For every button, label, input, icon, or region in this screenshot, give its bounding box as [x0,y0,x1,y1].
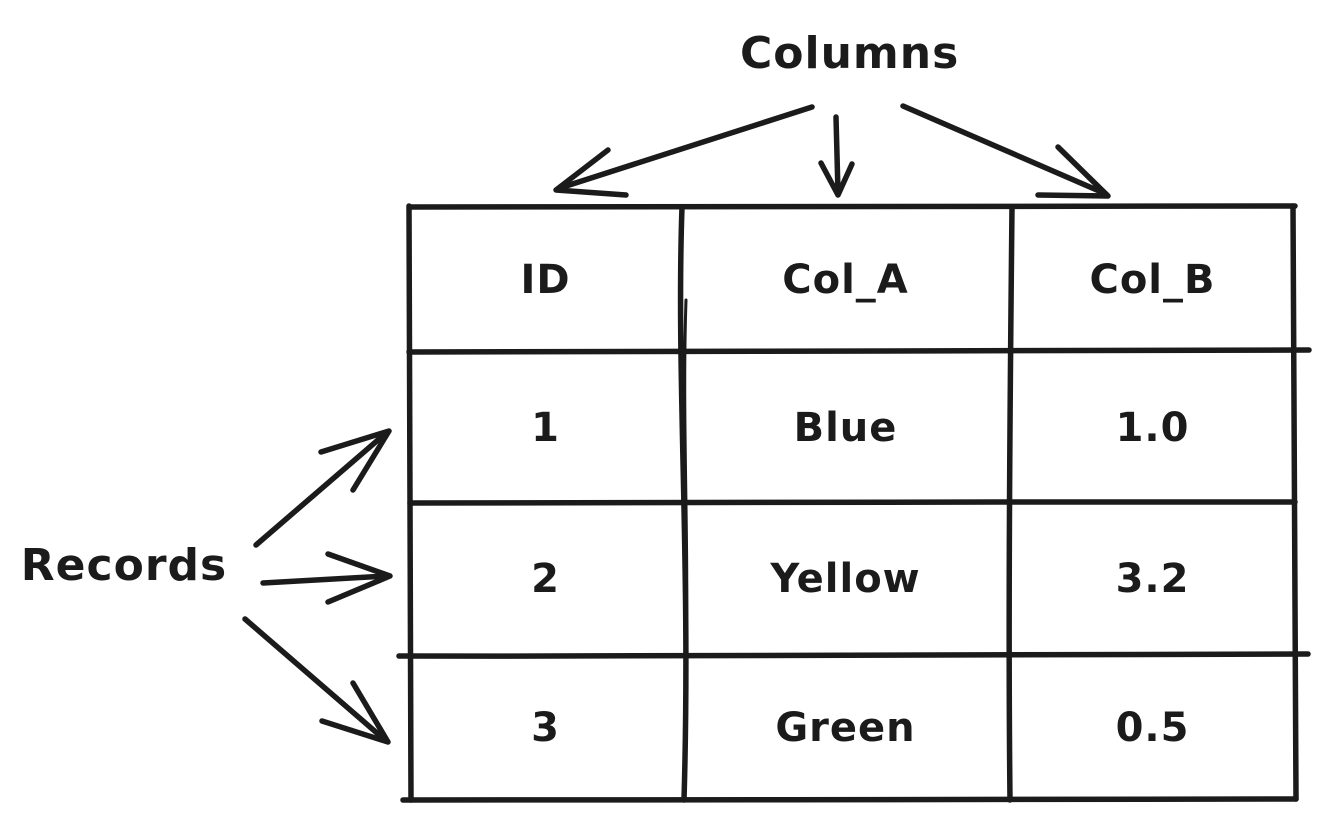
column-separator-2 [1006,204,1015,803]
table-cell-r1-col-b: 1.0 [1115,404,1190,451]
columns-annotation-label: Columns [740,28,960,79]
records-arrow-top-shaft [253,430,389,548]
table-cell-r1-col-a: Blue [793,404,898,451]
table-cell-r1-id: 1 [531,404,560,451]
records-arrow-bottom-shaft [242,616,388,743]
row-separator-1 [406,347,1312,355]
header-cell-id: ID [520,257,571,303]
table-cell-r3-id: 3 [531,704,560,751]
records-arrow-top-head [318,428,392,493]
column-separator-1-retrace [683,298,689,657]
table-cell-r2-id: 2 [531,556,560,602]
row-separator-3 [396,651,1311,659]
table-cell-r3-col-b: 0.5 [1115,704,1190,751]
records-annotation-label: Records [20,540,228,591]
table-border-bottom [400,796,1299,803]
column-separator-1 [677,204,689,803]
header-cell-col-a: Col_A [782,257,909,303]
table-cell-r3-col-a: Green [775,704,916,751]
row-separator-2 [407,499,1298,506]
columns-arrow-left-shaft [557,104,815,191]
table-border-top [407,203,1298,210]
columns-arrow-middle-shaft [833,114,841,196]
columns-arrow-right-head [1035,144,1111,199]
records-arrow-bottom-head [319,680,391,745]
table-cell-r2-col-a: Yellow [770,556,921,602]
columns-arrow-right-shaft [900,103,1109,197]
records-arrow-middle-shaft [260,573,389,586]
data-table: ID Col_A Col_B 1 Blue 1.0 2 Yellow 3.2 3… [410,208,1295,800]
columns-arrow-middle-head [818,160,855,198]
records-arrow-middle-head [325,551,393,605]
columns-arrow-left-head [553,147,629,198]
header-cell-col-b: Col_B [1089,257,1216,303]
table-cell-r2-col-b: 3.2 [1115,556,1190,602]
